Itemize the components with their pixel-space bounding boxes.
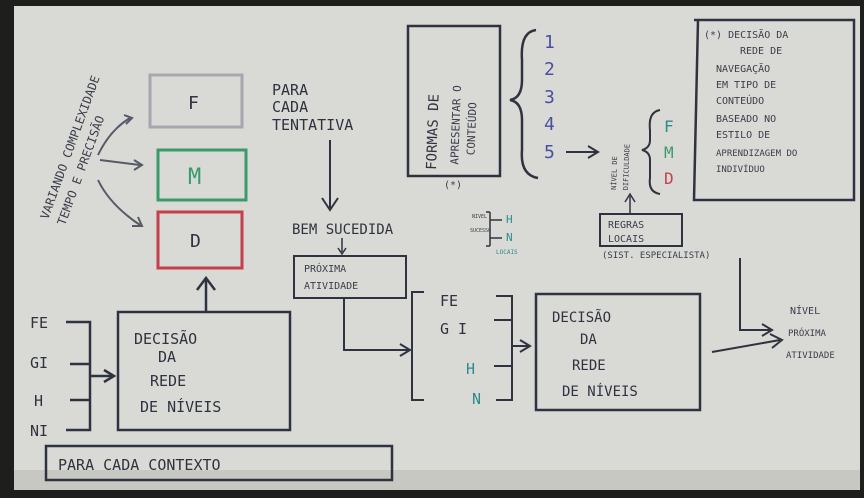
para-cada-contexto: PARA CADA CONTEXTO bbox=[58, 456, 221, 474]
decisao-mid-line-4: DE NÍVEIS bbox=[562, 383, 638, 400]
fmd-d: D bbox=[664, 169, 674, 188]
connector-to-mid bbox=[343, 298, 412, 357]
box-m-letter: M bbox=[188, 165, 201, 190]
regras-box bbox=[599, 213, 683, 247]
decisao-mid-line-2: DA bbox=[580, 332, 597, 348]
note-line-3: NAVEGAÇÃO bbox=[716, 62, 770, 75]
note-line-8: APRENDIZAGEM DO bbox=[716, 149, 797, 159]
nivel-line-1: NÍVEL DE bbox=[609, 156, 619, 190]
right-note-box bbox=[692, 18, 856, 202]
mid-input-h: H bbox=[466, 360, 475, 378]
fmd-m: M bbox=[664, 143, 674, 162]
bem-side-h: H bbox=[506, 213, 513, 226]
bem-side-small1: NIVEL bbox=[472, 214, 487, 220]
nivel-proxima-2: PRÓXIMA bbox=[788, 327, 827, 339]
formas-line-1: FORMAS DE bbox=[424, 94, 443, 170]
left-input-ni: NI bbox=[30, 422, 48, 440]
left-input-h: H bbox=[34, 392, 43, 410]
left-input-fe: FE bbox=[30, 314, 48, 332]
regras-to-nivel-line bbox=[739, 258, 774, 337]
fmd-brace bbox=[641, 109, 661, 195]
arrow-up-to-d bbox=[196, 275, 216, 312]
decisao-left-line-4: DE NÍVEIS bbox=[140, 397, 221, 416]
number-3: 3 bbox=[544, 87, 555, 108]
box-f-letter: F bbox=[188, 93, 199, 114]
nivel-rotated: NÍVEL DE DIFICULDADE bbox=[609, 144, 632, 191]
note-line-5: CONTEÚDO bbox=[716, 94, 764, 107]
sistema-especialista: (SIST. ESPECIALISTA) bbox=[602, 251, 710, 261]
box-d-letter: D bbox=[190, 231, 201, 252]
number-4: 4 bbox=[544, 114, 555, 135]
arrow-down-proxima bbox=[337, 238, 347, 256]
fmd-f: F bbox=[664, 117, 674, 136]
regras-line-2: LOCAIS bbox=[608, 234, 644, 245]
note-line-1: (*) DECISÃO DA bbox=[704, 28, 788, 41]
nivel-proxima-3: ATIVIDADE bbox=[786, 351, 835, 361]
nivel-proxima-1: NÍVEL bbox=[790, 304, 820, 317]
left-input-gi: GI bbox=[30, 354, 48, 372]
mid-bracket-right bbox=[494, 295, 532, 401]
bem-side-locais: LOCAIS bbox=[496, 249, 518, 256]
contexto-box bbox=[44, 444, 394, 482]
box-m bbox=[156, 148, 248, 202]
decisao-left-line-3: REDE bbox=[150, 372, 186, 390]
proxima-line-2: ATIVIDADE bbox=[304, 281, 358, 292]
board-shadow bbox=[14, 470, 860, 490]
tentativa-line-1: PARA bbox=[272, 81, 308, 99]
note-line-7: ESTILO DE bbox=[716, 130, 770, 141]
arrow-5-right bbox=[566, 145, 600, 159]
decisao-left-line-1: DECISÃO bbox=[134, 329, 197, 348]
decisao-left-box bbox=[116, 310, 292, 432]
number-5: 5 bbox=[544, 142, 555, 163]
proxima-box bbox=[293, 255, 407, 299]
nivel-line-2: DIFICULDADE bbox=[622, 144, 632, 191]
bem-side-n: N bbox=[506, 231, 513, 244]
tentativa-line-3: TENTATIVA bbox=[272, 116, 353, 134]
formas-box bbox=[406, 24, 502, 178]
decisao-mid-line-3: REDE bbox=[572, 358, 606, 374]
box-d bbox=[156, 210, 244, 270]
formas-star: (*) bbox=[444, 180, 462, 191]
mid-input-gi: G I bbox=[440, 320, 467, 338]
left-bracket bbox=[66, 320, 117, 432]
note-line-4: EM TIPO DE bbox=[716, 80, 776, 91]
formas-rotated: FORMAS DE APRESENTAR O CONTEÚDO bbox=[424, 85, 480, 170]
bem-sucedida: BEM SUCEDIDA bbox=[292, 222, 394, 238]
fanout-arrows bbox=[97, 114, 144, 227]
proxima-line-1: PRÓXIMA bbox=[304, 262, 346, 275]
right-note-text: (*) DECISÃO DA REDE DE NAVEGAÇÃO EM TIPO… bbox=[704, 28, 797, 175]
mid-input-n: N bbox=[472, 390, 481, 408]
formas-line-3: CONTEÚDO bbox=[465, 102, 480, 155]
bem-side-bracket bbox=[486, 211, 502, 247]
arrow-down-bem bbox=[321, 140, 339, 212]
numbers-brace bbox=[509, 28, 539, 180]
box-f bbox=[148, 73, 244, 129]
note-line-9: INDIVÍDUO bbox=[716, 163, 765, 175]
mid-bracket-left bbox=[411, 291, 424, 401]
number-2: 2 bbox=[544, 59, 555, 80]
note-line-6: BASEADO NO bbox=[716, 114, 776, 125]
tentativa-line-2: CADA bbox=[272, 98, 308, 116]
whiteboard bbox=[14, 6, 860, 490]
arrow-up-regras bbox=[624, 192, 636, 214]
bem-side-small2: SUCESSO bbox=[470, 228, 491, 234]
mid-input-fe: FE bbox=[440, 292, 458, 310]
regras-line-1: REGRAS bbox=[608, 220, 644, 231]
decisao-mid-line-1: DECISÃO bbox=[552, 309, 611, 326]
decisao-mid-box bbox=[534, 292, 702, 412]
arrow-to-nivel bbox=[711, 333, 784, 353]
decisao-left-line-2: DA bbox=[158, 348, 176, 366]
number-1: 1 bbox=[544, 32, 555, 53]
note-line-2: REDE DE bbox=[740, 46, 782, 57]
formas-line-2: APRESENTAR O bbox=[448, 85, 464, 165]
